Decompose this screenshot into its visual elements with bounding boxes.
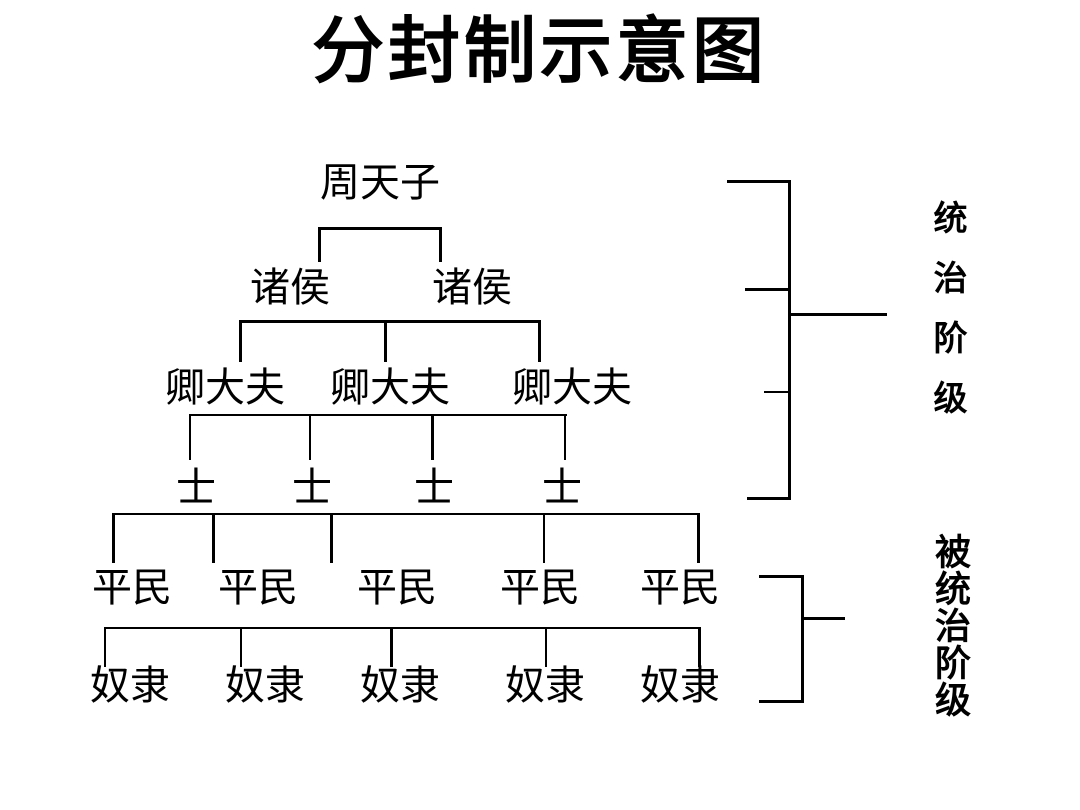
connector-level3-drop-1 bbox=[189, 414, 191, 460]
node-commoner-1: 平民 bbox=[92, 565, 172, 611]
connector-level1-drop-2 bbox=[439, 227, 442, 262]
node-slave-4: 奴隶 bbox=[505, 663, 585, 709]
node-commoner-2: 平民 bbox=[218, 565, 298, 611]
connector-level2-drop-2 bbox=[384, 320, 387, 362]
bracket-ruled-top-arm bbox=[759, 575, 804, 578]
connector-level3-horizontal bbox=[189, 414, 567, 416]
node-commoner-4: 平民 bbox=[500, 565, 580, 611]
connector-level4-drop-4 bbox=[543, 513, 545, 563]
connector-level4-horizontal bbox=[112, 513, 699, 515]
bracket-ruling-bottom-arm bbox=[747, 497, 791, 500]
node-minister-3: 卿大夫 bbox=[512, 365, 632, 411]
connector-level5-drop-1 bbox=[104, 627, 106, 667]
connector-level1-drop-1 bbox=[318, 227, 321, 262]
node-feudal-lord-2: 诸侯 bbox=[432, 265, 512, 311]
node-slave-1: 奴隶 bbox=[90, 663, 170, 709]
node-zhou-king: 周天子 bbox=[320, 160, 440, 206]
bracket-ruled-bottom-arm bbox=[759, 700, 804, 703]
node-slave-5: 奴隶 bbox=[640, 663, 720, 709]
node-minister-1: 卿大夫 bbox=[165, 365, 285, 411]
connector-level3-drop-2 bbox=[309, 414, 311, 460]
node-knight-2: 士 bbox=[292, 465, 332, 511]
connector-level5-drop-2 bbox=[240, 627, 242, 667]
bracket-ruling-tick-1 bbox=[745, 288, 791, 291]
connector-level5-horizontal bbox=[104, 627, 701, 629]
page-title: 分封制示意图 bbox=[311, 8, 768, 93]
connector-level2-horizontal bbox=[239, 320, 541, 323]
bracket-ruled-pointer bbox=[801, 617, 845, 620]
bracket-ruling-spine bbox=[788, 180, 791, 500]
node-knight-1: 士 bbox=[176, 465, 216, 511]
bracket-ruled-spine bbox=[801, 575, 804, 703]
bracket-label-ruled-class: 被统治阶级 bbox=[929, 533, 971, 718]
bracket-ruling-pointer bbox=[788, 313, 887, 316]
connector-level4-drop-5 bbox=[697, 513, 700, 563]
connector-level5-drop-5 bbox=[698, 627, 701, 667]
node-minister-2: 卿大夫 bbox=[330, 365, 450, 411]
connector-level2-drop-1 bbox=[239, 320, 242, 362]
bracket-ruling-tick-2 bbox=[764, 391, 791, 393]
connector-level5-drop-3 bbox=[390, 627, 393, 667]
node-slave-2: 奴隶 bbox=[225, 663, 305, 709]
connector-level4-drop-3 bbox=[330, 513, 333, 563]
node-commoner-5: 平民 bbox=[640, 565, 720, 611]
connector-level4-drop-2 bbox=[212, 513, 215, 563]
connector-level3-drop-4 bbox=[564, 414, 566, 460]
connector-level5-drop-4 bbox=[545, 627, 547, 667]
node-feudal-lord-1: 诸侯 bbox=[250, 265, 330, 311]
bracket-label-ruling-class: 统治阶级 bbox=[927, 200, 967, 440]
bracket-ruling-top-arm bbox=[727, 180, 791, 183]
connector-level3-drop-3 bbox=[431, 414, 434, 460]
node-knight-3: 士 bbox=[414, 465, 454, 511]
node-commoner-3: 平民 bbox=[357, 565, 437, 611]
node-knight-4: 士 bbox=[542, 465, 582, 511]
node-slave-3: 奴隶 bbox=[360, 663, 440, 709]
connector-level2-drop-3 bbox=[538, 320, 541, 362]
connector-level1-horizontal bbox=[318, 227, 442, 230]
connector-level4-drop-1 bbox=[112, 513, 115, 563]
